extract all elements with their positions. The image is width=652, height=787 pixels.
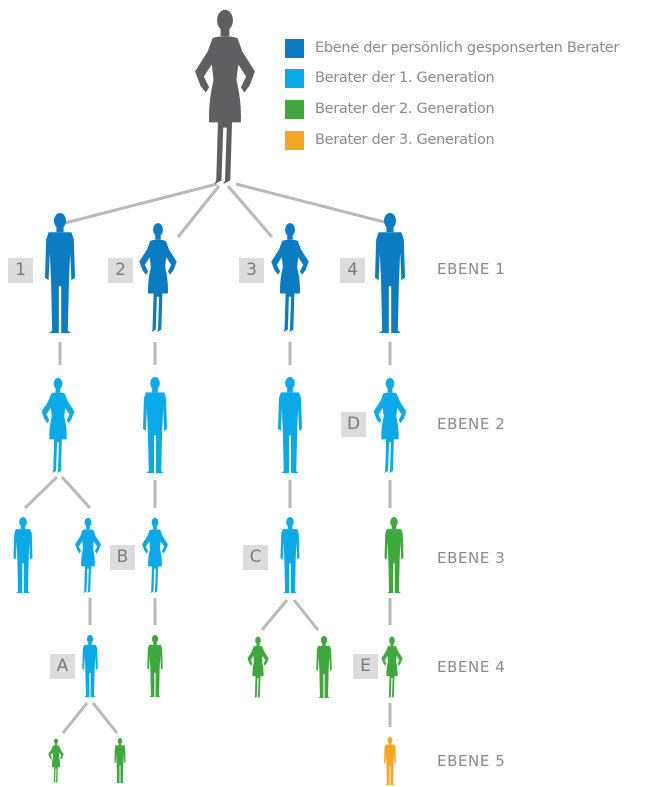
legend-swatch bbox=[285, 38, 304, 58]
male-person-icon-person-a-child-2 bbox=[114, 738, 126, 783]
legend-label: Berater der 3. Generation bbox=[315, 132, 495, 148]
male-person-icon-person-2-child bbox=[143, 377, 167, 473]
female-person-icon-person-2 bbox=[139, 223, 177, 332]
badge-4: 4 bbox=[340, 258, 365, 283]
badge-1: 1 bbox=[8, 258, 33, 283]
legend-item-personal: Ebene der persönlich gesponserten Berate… bbox=[285, 37, 619, 59]
male-person-icon-person-1 bbox=[45, 213, 75, 333]
badge-d: D bbox=[341, 412, 366, 437]
badge-a: A bbox=[50, 654, 75, 679]
legend-label: Ebene der persönlich gesponserten Berate… bbox=[315, 40, 620, 56]
male-person-icon-person-4 bbox=[375, 213, 405, 333]
female-person-icon-person-1b bbox=[75, 517, 101, 593]
legend-item-gen3: Berater der 3. Generation bbox=[285, 129, 495, 151]
badge-b: B bbox=[110, 545, 135, 570]
male-person-icon-person-d-child bbox=[384, 517, 404, 593]
badge-c: C bbox=[243, 545, 268, 570]
legend-item-gen2: Berater der 2. Generation bbox=[285, 98, 495, 120]
male-person-icon-person-c-child-2 bbox=[316, 636, 332, 698]
male-person-icon-person-b-child bbox=[147, 635, 163, 697]
female-person-icon-person-3 bbox=[271, 223, 309, 332]
female-person-icon-person-c-child-1 bbox=[247, 636, 269, 698]
legend-label: Berater der 2. Generation bbox=[315, 101, 495, 117]
level-label-5: EBENE 5 bbox=[437, 752, 506, 770]
legend-swatch bbox=[285, 68, 304, 88]
female-person-icon-root-sponsor bbox=[195, 9, 255, 185]
connectors bbox=[23, 182, 392, 734]
legend-swatch bbox=[285, 130, 304, 150]
level-label-2: EBENE 2 bbox=[437, 415, 506, 433]
male-person-icon-person-a bbox=[82, 635, 98, 697]
female-person-icon-person-1-child bbox=[41, 377, 75, 473]
male-person-icon-person-1a bbox=[13, 517, 33, 593]
female-person-icon-person-d bbox=[373, 377, 407, 473]
female-person-icon-person-a-child-1 bbox=[48, 738, 64, 783]
male-person-icon-person-e-child bbox=[384, 737, 396, 785]
legend-swatch bbox=[285, 99, 304, 119]
male-person-icon-person-c bbox=[280, 517, 300, 593]
level-label-1: EBENE 1 bbox=[437, 260, 506, 278]
level-label-4: EBENE 4 bbox=[437, 658, 506, 676]
level-label-3: EBENE 3 bbox=[437, 549, 506, 567]
legend-item-gen1: Berater der 1. Generation bbox=[285, 67, 495, 89]
male-person-icon-person-3-child bbox=[278, 377, 302, 473]
female-person-icon-person-e bbox=[381, 636, 403, 698]
badge-3: 3 bbox=[239, 258, 264, 283]
female-person-icon-person-b bbox=[142, 517, 168, 593]
badge-2: 2 bbox=[108, 258, 133, 283]
legend-label: Berater der 1. Generation bbox=[315, 70, 495, 86]
badge-e: E bbox=[353, 654, 378, 679]
